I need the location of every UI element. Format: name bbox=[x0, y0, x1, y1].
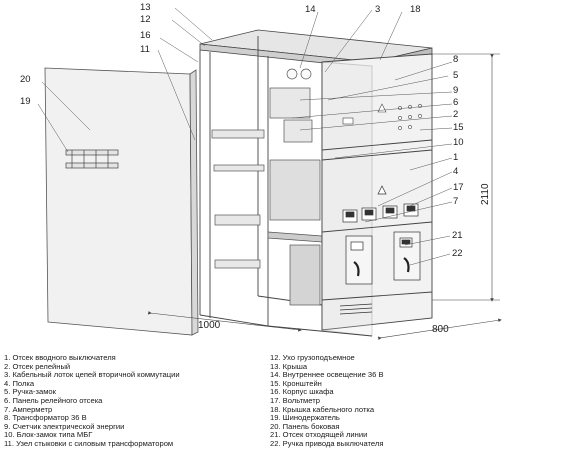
legend-item: 5. Ручка-замок bbox=[4, 387, 56, 397]
callout-10: 10 bbox=[453, 137, 464, 148]
legend-item: 14. Внутреннее освещение 36 В bbox=[270, 370, 384, 380]
meters-row bbox=[342, 185, 419, 223]
callout-11: 11 bbox=[140, 44, 150, 55]
legend-item: 6. Панель релейного отсека bbox=[4, 395, 103, 405]
relay-panel-details bbox=[342, 103, 422, 130]
callout-12: 12 bbox=[140, 14, 151, 25]
legend-right-column: 12. Ухо грузоподъемное 13. Крыша 14. Вну… bbox=[270, 353, 384, 449]
legend-item: 9. Счетчик электрической энергии bbox=[4, 421, 125, 431]
callout-14: 14 bbox=[305, 4, 316, 15]
callout-9: 9 bbox=[453, 85, 458, 96]
cabinet-front bbox=[321, 53, 433, 337]
legend-item: 22. Ручка привода выключателя bbox=[270, 438, 384, 448]
legend-item: 7. Амперметр bbox=[4, 404, 53, 414]
busbar-holder bbox=[65, 149, 119, 169]
legend-item: 11. Узел стыковки с силовым трансформато… bbox=[4, 438, 174, 448]
callout-18: 18 bbox=[410, 4, 421, 15]
legend-item: 18. Крышка кабельного лотка bbox=[270, 404, 375, 414]
callout-20: 20 bbox=[20, 74, 31, 85]
callout-16: 16 bbox=[140, 30, 151, 41]
callout-1: 1 bbox=[453, 152, 458, 163]
outgoing-line-panel bbox=[339, 231, 421, 315]
legend-item: 12. Ухо грузоподъемное bbox=[270, 353, 355, 362]
legend-item: 2. Отсек релейный bbox=[4, 361, 71, 371]
dimension-lines bbox=[148, 53, 502, 341]
callout-3: 3 bbox=[375, 4, 380, 15]
side-panel-door bbox=[44, 67, 199, 336]
legend-item: 19. Шинодержатель bbox=[270, 413, 340, 423]
legend-item: 16. Корпус шкафа bbox=[270, 387, 334, 397]
legend-item: 1. Отсек вводного выключателя bbox=[4, 353, 116, 362]
callout-17: 17 bbox=[453, 182, 464, 193]
leader-lines bbox=[37, 7, 453, 266]
legend-item: 4. Полка bbox=[4, 378, 35, 388]
callout-4: 4 bbox=[453, 166, 458, 177]
dimension-width: 1000 bbox=[198, 320, 221, 331]
legend-item: 15. Кронштейн bbox=[270, 378, 322, 388]
legend-item: 21. Отсек отходящей линии bbox=[270, 430, 368, 440]
legend-item: 3. Кабельный лоток цепей вторичной комму… bbox=[4, 370, 180, 380]
callout-7: 7 bbox=[453, 196, 458, 207]
callout-5: 5 bbox=[453, 70, 458, 81]
dimension-height: 2110 bbox=[480, 183, 491, 205]
legend-item: 17. Вольтметр bbox=[270, 395, 320, 405]
callout-21: 21 bbox=[452, 230, 463, 241]
switchgear-cabinet-drawing: 1000 800 2110 13 12 16 11 14 3 18 8 bbox=[20, 2, 502, 341]
interior-equipment bbox=[211, 68, 323, 306]
legend-item: 20. Панель боковая bbox=[270, 421, 340, 431]
callout-19: 19 bbox=[20, 96, 31, 107]
legend-item: 8. Трансформатор 36 В bbox=[4, 413, 87, 423]
dimension-depth: 800 bbox=[432, 324, 449, 335]
legend-item: 10. Блок-замок типа МБГ bbox=[4, 430, 93, 440]
legend-left-column: 1. Отсек вводного выключателя 2. Отсек р… bbox=[4, 353, 180, 449]
callout-8: 8 bbox=[453, 54, 458, 65]
callout-13: 13 bbox=[140, 2, 151, 13]
callout-6: 6 bbox=[453, 97, 458, 108]
callout-22: 22 bbox=[452, 248, 463, 259]
callout-15: 15 bbox=[453, 122, 464, 133]
callout-2: 2 bbox=[453, 109, 458, 120]
legend-item: 13. Крыша bbox=[270, 361, 308, 371]
